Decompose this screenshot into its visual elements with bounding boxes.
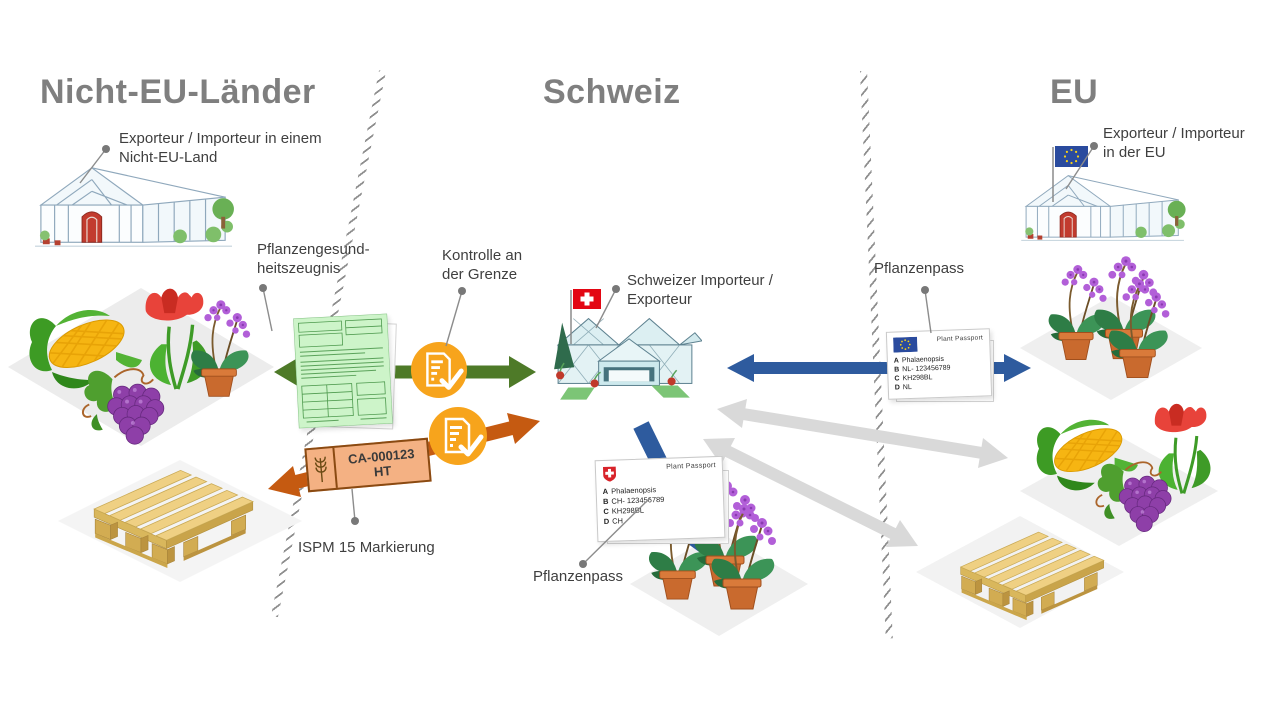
platform <box>8 288 274 446</box>
pallet-illustration <box>93 469 254 569</box>
label-swiss-importer: Schweizer Importeur /Exporteur <box>627 272 773 308</box>
ispm-treatment: HT <box>373 463 392 480</box>
orchid-illustration <box>1107 278 1171 379</box>
label-plant-passport-ch: Pflanzenpass <box>533 568 624 585</box>
region-heading-eu: EU <box>1050 73 1099 111</box>
wheat-icon <box>306 447 338 491</box>
gray-arrow-plants <box>717 399 1008 468</box>
pallet-illustration <box>960 531 1105 621</box>
phytosanitary-certificate <box>293 313 393 429</box>
region-heading-schweiz: Schweiz <box>543 73 681 111</box>
swiss-flag-icon <box>570 288 602 345</box>
orchid-illustration <box>190 299 252 398</box>
label-plant-passport-eu: Pflanzenpass <box>874 260 965 277</box>
eu-flag-icon <box>1052 145 1089 203</box>
passport-title: Plant Passport <box>936 334 984 344</box>
passport-title: Plant Passport <box>666 462 716 471</box>
swiss-shield-icon <box>602 466 617 482</box>
ispm15-label: CA-000123 HT <box>304 437 432 493</box>
label-ispm15: ISPM 15 Markierung <box>298 539 435 556</box>
eu-flag-icon <box>893 336 918 353</box>
region-heading-non-eu: Nicht-EU-Länder <box>40 73 316 111</box>
grapes-illustration <box>81 368 165 446</box>
document-check-icon <box>410 341 468 399</box>
document-check-icon <box>428 406 488 466</box>
greenhouse-illustration-eu <box>1020 175 1187 241</box>
label-phytosanitary-certificate: Pflanzengesund-heitszeugnis <box>257 241 370 277</box>
greenhouse-illustration-non-eu <box>34 167 235 247</box>
